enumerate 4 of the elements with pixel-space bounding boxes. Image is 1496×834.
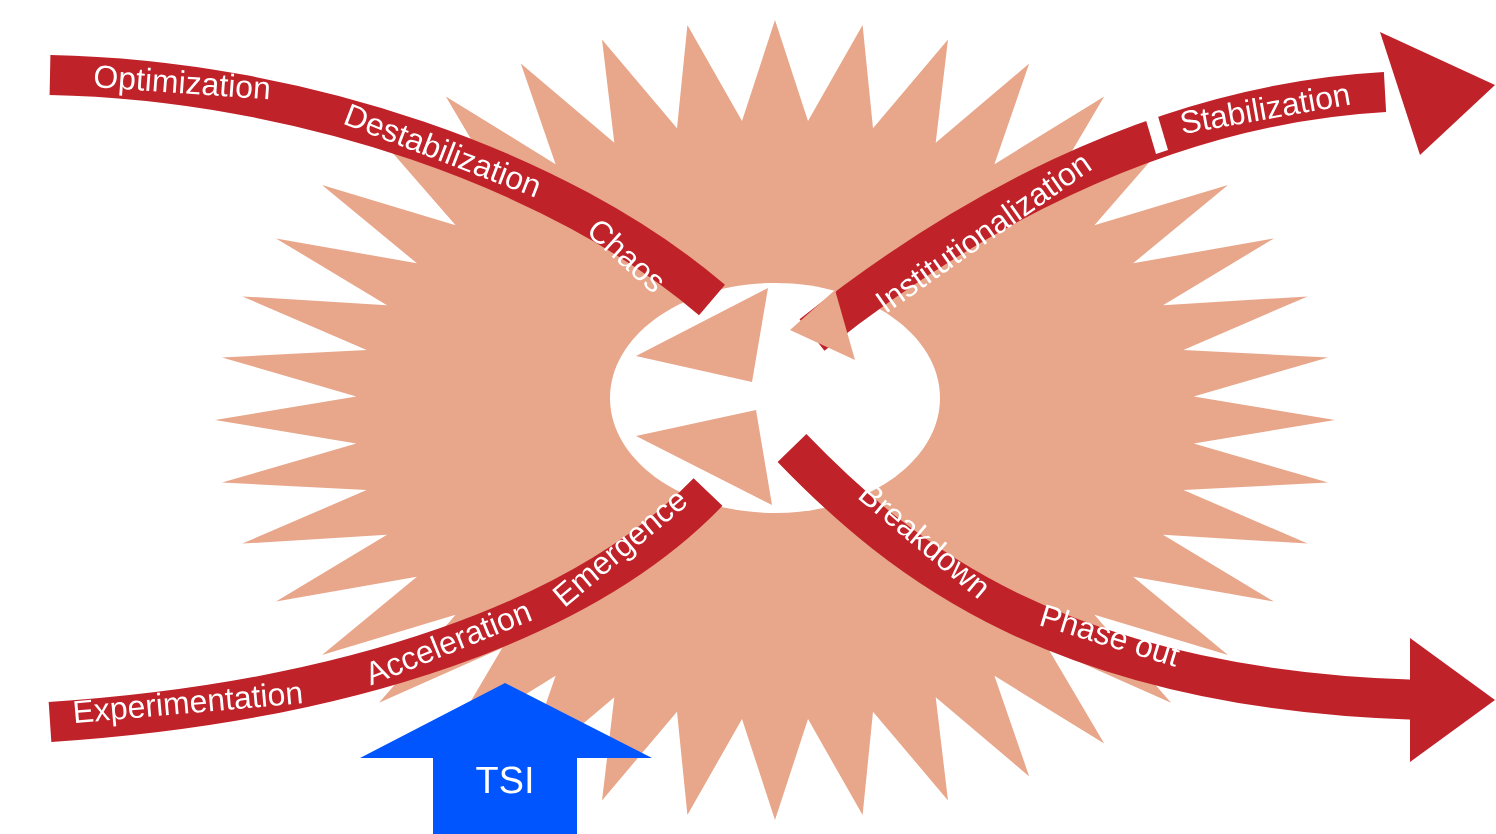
node-label: Experimentation bbox=[74, 683, 302, 727]
node-label: Optimization bbox=[94, 65, 269, 100]
node-label: Stabilization bbox=[1181, 88, 1350, 133]
node-label: Phase out bbox=[1040, 604, 1180, 667]
